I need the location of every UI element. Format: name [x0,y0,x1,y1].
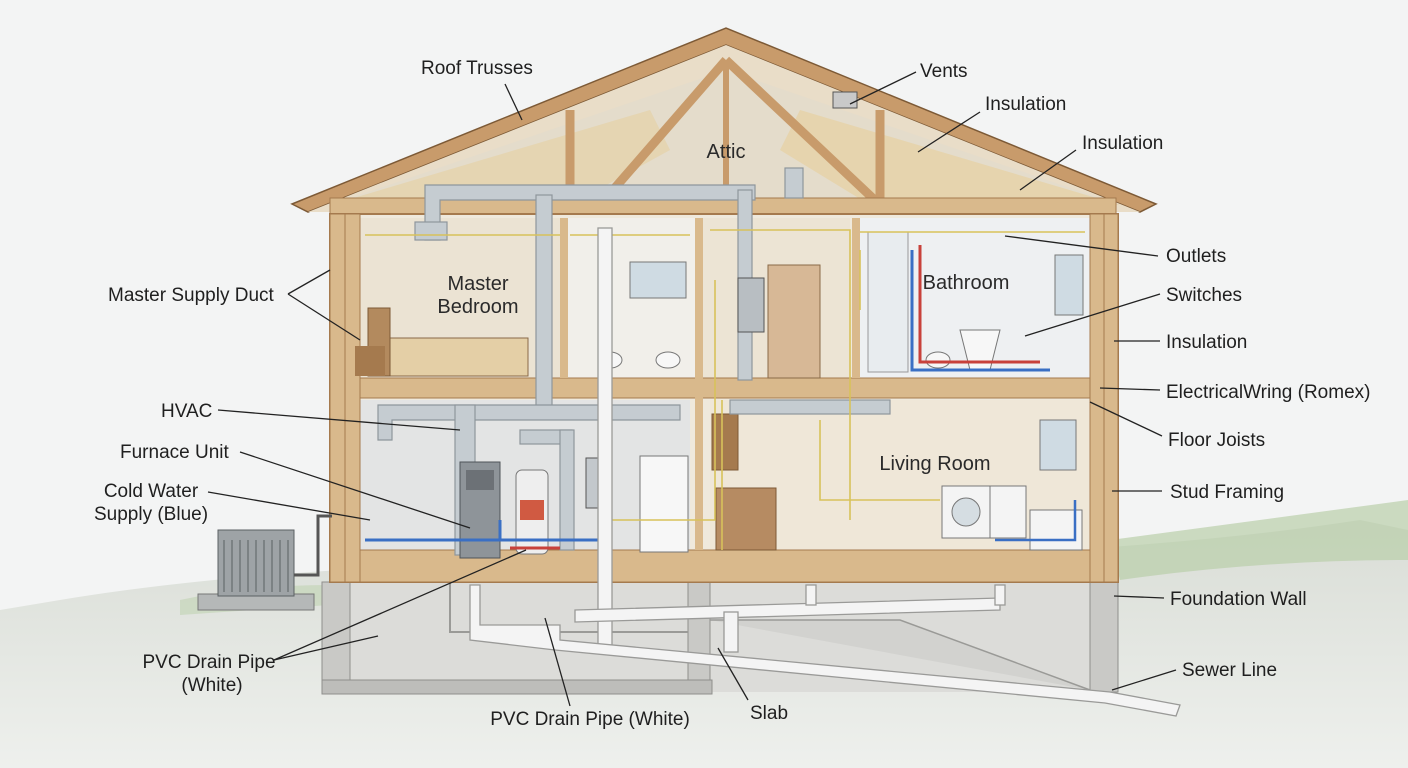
room-label-attic: Attic [707,141,746,163]
label-cold-water-line1: Cold Water [104,481,199,502]
label-hvac: HVAC [161,401,212,422]
label-outlets: Outlets [1166,246,1226,267]
label-pvc-drain-left-line2: (White) [181,675,242,696]
label-pvc-drain-bottom: PVC Drain Pipe (White) [490,709,690,730]
house-body [329,213,1119,583]
label-insulation-attic-1: Insulation [985,94,1066,115]
label-roof-trusses: Roof Trusses [421,58,533,79]
label-cold-water-line2: Supply (Blue) [94,504,208,525]
label-floor-joists: Floor Joists [1168,430,1265,451]
room-labels: Attic Master Bedroom Bathroom Living Roo… [437,141,1009,475]
label-insulation-attic-2: Insulation [1082,133,1163,154]
leader-lines [207,71,1177,707]
room-label-master-line2: Bedroom [437,296,518,318]
mechanical-equipment [197,277,765,611]
label-sewer-line: Sewer Line [1182,660,1277,681]
utility-lines [365,229,1085,550]
label-master-supply-duct: Master Supply Duct [108,285,275,306]
label-slab: Slab [750,703,788,724]
room-label-bathroom: Bathroom [923,272,1010,294]
roof [290,27,1158,215]
label-electrical-wiring: ElectricalWring (Romex) [1166,382,1370,403]
label-insulation-wall: Insulation [1166,332,1247,353]
label-vents: Vents [920,61,968,82]
room-label-living-room: Living Room [879,453,990,475]
room-label-master-line1: Master [447,273,508,295]
label-switches: Switches [1166,285,1242,306]
label-stud-framing: Stud Framing [1170,482,1284,503]
drain-pipes [469,227,1181,717]
label-pvc-drain-left-line1: PVC Drain Pipe [142,652,275,673]
callout-labels: Roof Trusses Vents Insulation Insulation… [94,58,1371,730]
label-foundation-wall: Foundation Wall [1170,589,1307,610]
label-furnace-unit: Furnace Unit [120,442,229,463]
